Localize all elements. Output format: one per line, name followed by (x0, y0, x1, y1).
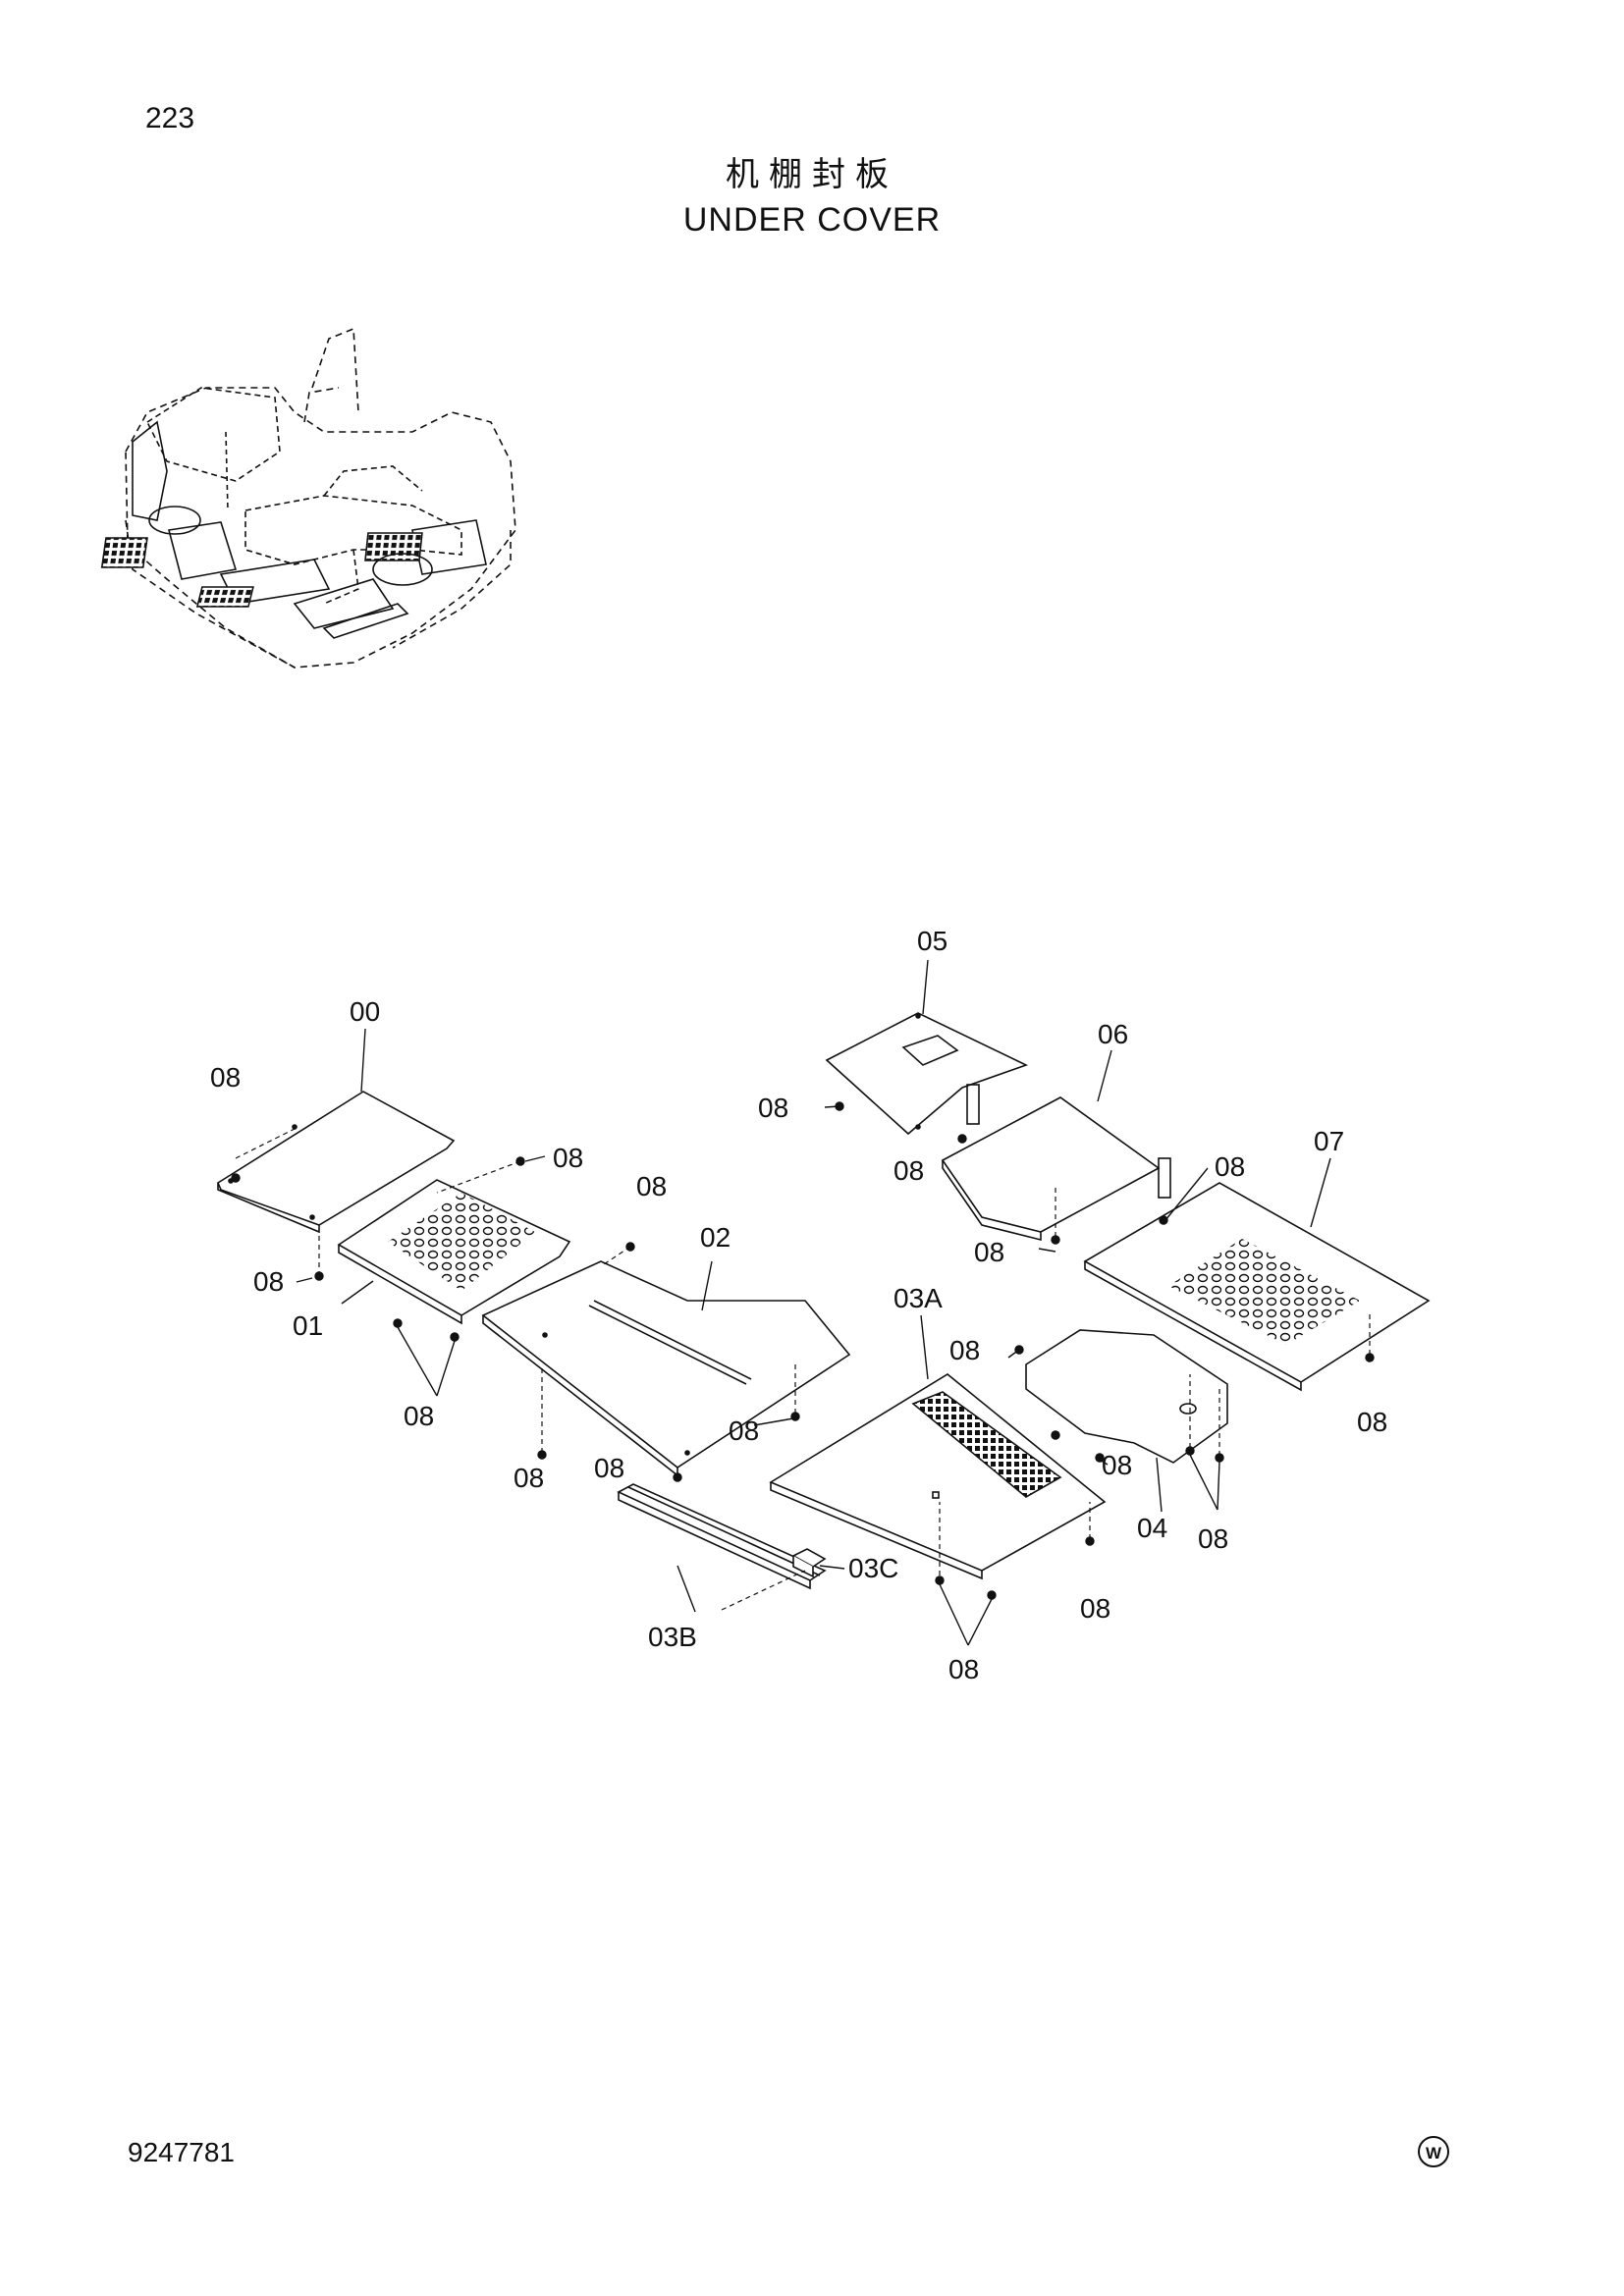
w-mark: W (1418, 2136, 1449, 2167)
callout-08: 08 (636, 1171, 667, 1201)
callout-08: 08 (1215, 1151, 1245, 1182)
machine-overview (100, 327, 516, 668)
part-03b-rail[interactable] (617, 1483, 827, 1590)
callout-00: 00 (350, 996, 380, 1027)
callout-04: 04 (1137, 1513, 1167, 1543)
callout-08: 08 (594, 1453, 624, 1483)
callout-08: 08 (949, 1335, 980, 1365)
callout-08: 08 (253, 1266, 284, 1297)
callout-03b: 03B (648, 1622, 697, 1652)
callout-05: 05 (917, 926, 947, 956)
callout-labels: 00 01 02 03A 03B 03C 04 05 06 07 08 08 0… (210, 926, 1387, 1684)
part-01-perforated-plate[interactable] (337, 1179, 571, 1325)
callout-01: 01 (293, 1310, 323, 1341)
callout-03a: 03A (893, 1283, 943, 1313)
bolt-markers (231, 1101, 1375, 1600)
part-03a-grille-plate[interactable] (769, 1373, 1107, 1580)
part-04-octagon-cover[interactable] (1025, 1329, 1228, 1464)
callout-08: 08 (1080, 1593, 1110, 1624)
page-number: 223 (145, 102, 195, 134)
callout-08: 08 (1357, 1407, 1387, 1437)
callout-08: 08 (1198, 1523, 1228, 1554)
title-chinese: 机棚封板 (726, 155, 898, 194)
part-03c-bracket[interactable] (791, 1548, 827, 1578)
callout-03c: 03C (848, 1553, 898, 1583)
callout-07: 07 (1314, 1126, 1344, 1156)
part-02-long-plate[interactable] (481, 1260, 851, 1477)
callout-08: 08 (210, 1062, 241, 1093)
title-english: UNDER COVER (682, 201, 942, 239)
callout-08: 08 (974, 1237, 1004, 1267)
callout-08: 08 (1102, 1450, 1132, 1480)
callout-08: 08 (404, 1401, 434, 1431)
callout-08: 08 (514, 1463, 544, 1493)
callout-06: 06 (1098, 1019, 1128, 1049)
callout-08: 08 (893, 1155, 924, 1186)
callout-02: 02 (700, 1222, 731, 1253)
part-05-top-plate[interactable] (825, 1012, 1029, 1136)
leader-lines (296, 959, 1331, 1646)
part-06-plate[interactable] (941, 1084, 1171, 1242)
callout-08: 08 (758, 1093, 788, 1123)
callout-08: 08 (948, 1654, 979, 1684)
callout-08: 08 (729, 1415, 759, 1446)
callout-08: 08 (553, 1143, 583, 1173)
document-number: 9247781 (128, 2137, 236, 2167)
assembly-lines (235, 1128, 1371, 1611)
